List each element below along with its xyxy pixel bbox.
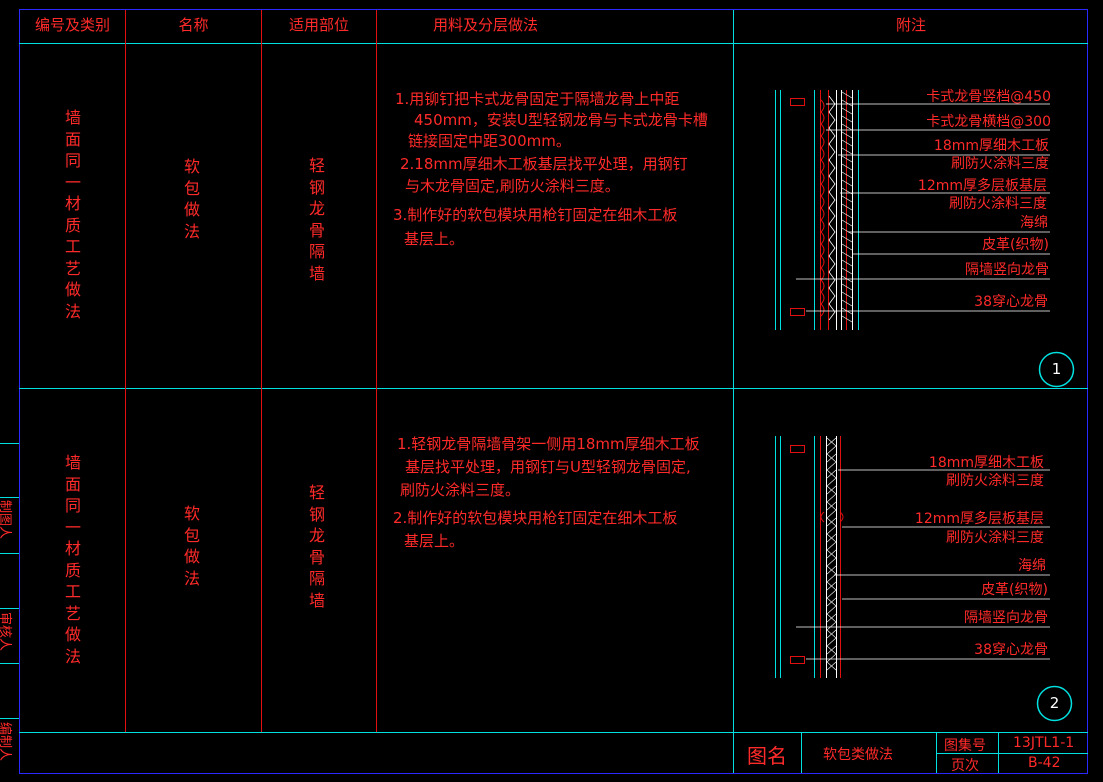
title-block-drawing-name: 软包类做法 — [823, 747, 893, 763]
callout-label: 38穿心龙骨 — [974, 294, 1048, 310]
callout-label: 海绵 — [1020, 215, 1048, 231]
callout-label: 刷防火涂料三度 — [951, 156, 1049, 172]
row2-step-line: 基层上。 — [404, 532, 465, 550]
callout-label: 18mm厚细木工板 — [933, 138, 1049, 154]
callout-label: 刷防火涂料三度 — [946, 473, 1044, 489]
row1-step-line: 与木龙骨固定,刷防火涂料三度。 — [405, 177, 620, 195]
callout-label: 海绵 — [1018, 558, 1046, 574]
row2-step-line: 刷防火涂料三度。 — [400, 481, 521, 499]
row1-name: 软包做法 — [183, 157, 200, 241]
callout-label: 12mm厚多层板基层 — [917, 178, 1047, 194]
title-block-atlas-label: 图集号 — [944, 738, 986, 754]
row2-step-line: 基层找平处理，用钢钉与U型轻钢龙骨固定, — [405, 458, 691, 476]
row2-name: 软包做法 — [183, 504, 200, 588]
callout-label: 隔墙竖向龙骨 — [964, 610, 1048, 626]
row2-step-line: 1.轻钢龙骨隔墙骨架一侧用18mm厚细木工板 — [397, 435, 700, 453]
side-label-drafter: 制图人 — [0, 500, 12, 540]
header-col-name: 名称 — [178, 16, 209, 34]
row1-location: 轻钢龙骨隔墙 — [308, 156, 325, 283]
row2-category: 墙面同一材质工艺做法 — [64, 453, 81, 666]
row1-step-line: 450mm，安装U型轻钢龙骨与卡式龙骨卡槽 — [414, 111, 708, 129]
callout-label: 卡式龙骨竖档@450 — [926, 89, 1051, 105]
title-block-page-label: 页次 — [951, 758, 979, 774]
row1-step-line: 1.用铆钉把卡式龙骨固定于隔墙龙骨上中距 — [395, 90, 680, 108]
detail-1-section — [775, 90, 1075, 388]
side-label-compiler: 编制人 — [0, 722, 12, 762]
row1-step-line: 3.制作好的软包模块用枪钉固定在细木工板 — [393, 206, 678, 224]
row1-step-line: 链接固定中距300mm。 — [408, 132, 571, 150]
callout-label: 刷防火涂料三度 — [949, 196, 1047, 212]
header-col-category: 编号及类别 — [34, 16, 110, 34]
row1-step-line: 基层上。 — [404, 230, 465, 248]
detail-number-1: 1 — [1051, 360, 1062, 378]
side-label-reviewer: 审核人 — [0, 612, 12, 652]
row2-step-line: 2.制作好的软包模块用枪钉固定在细木工板 — [393, 509, 678, 527]
title-block-page-no: B-42 — [1028, 755, 1061, 771]
title-block-atlas-no: 13JTL1-1 — [1013, 735, 1075, 751]
detail-2-section — [775, 436, 1073, 722]
callout-label: 皮革(织物) — [982, 237, 1049, 253]
callout-label: 38穿心龙骨 — [974, 642, 1048, 658]
callout-label: 卡式龙骨横档@300 — [926, 114, 1051, 130]
callout-label: 刷防火涂料三度 — [946, 530, 1044, 546]
title-block-name-label: 图名 — [747, 744, 787, 768]
callout-label: 隔墙竖向龙骨 — [965, 262, 1049, 278]
header-col-materials: 用料及分层做法 — [433, 16, 539, 34]
callout-label: 皮革(织物) — [981, 582, 1048, 598]
row1-step-line: 2.18mm厚细木工板基层找平处理，用钢钉 — [400, 155, 688, 173]
row2-location: 轻钢龙骨隔墙 — [308, 483, 325, 610]
header-col-location: 适用部位 — [288, 16, 349, 34]
callout-label: 12mm厚多层板基层 — [914, 511, 1044, 527]
header-col-notes: 附注 — [895, 16, 926, 34]
callout-label: 18mm厚细木工板 — [928, 455, 1044, 471]
row1-category: 墙面同一材质工艺做法 — [64, 108, 81, 321]
detail-number-2: 2 — [1049, 694, 1060, 712]
